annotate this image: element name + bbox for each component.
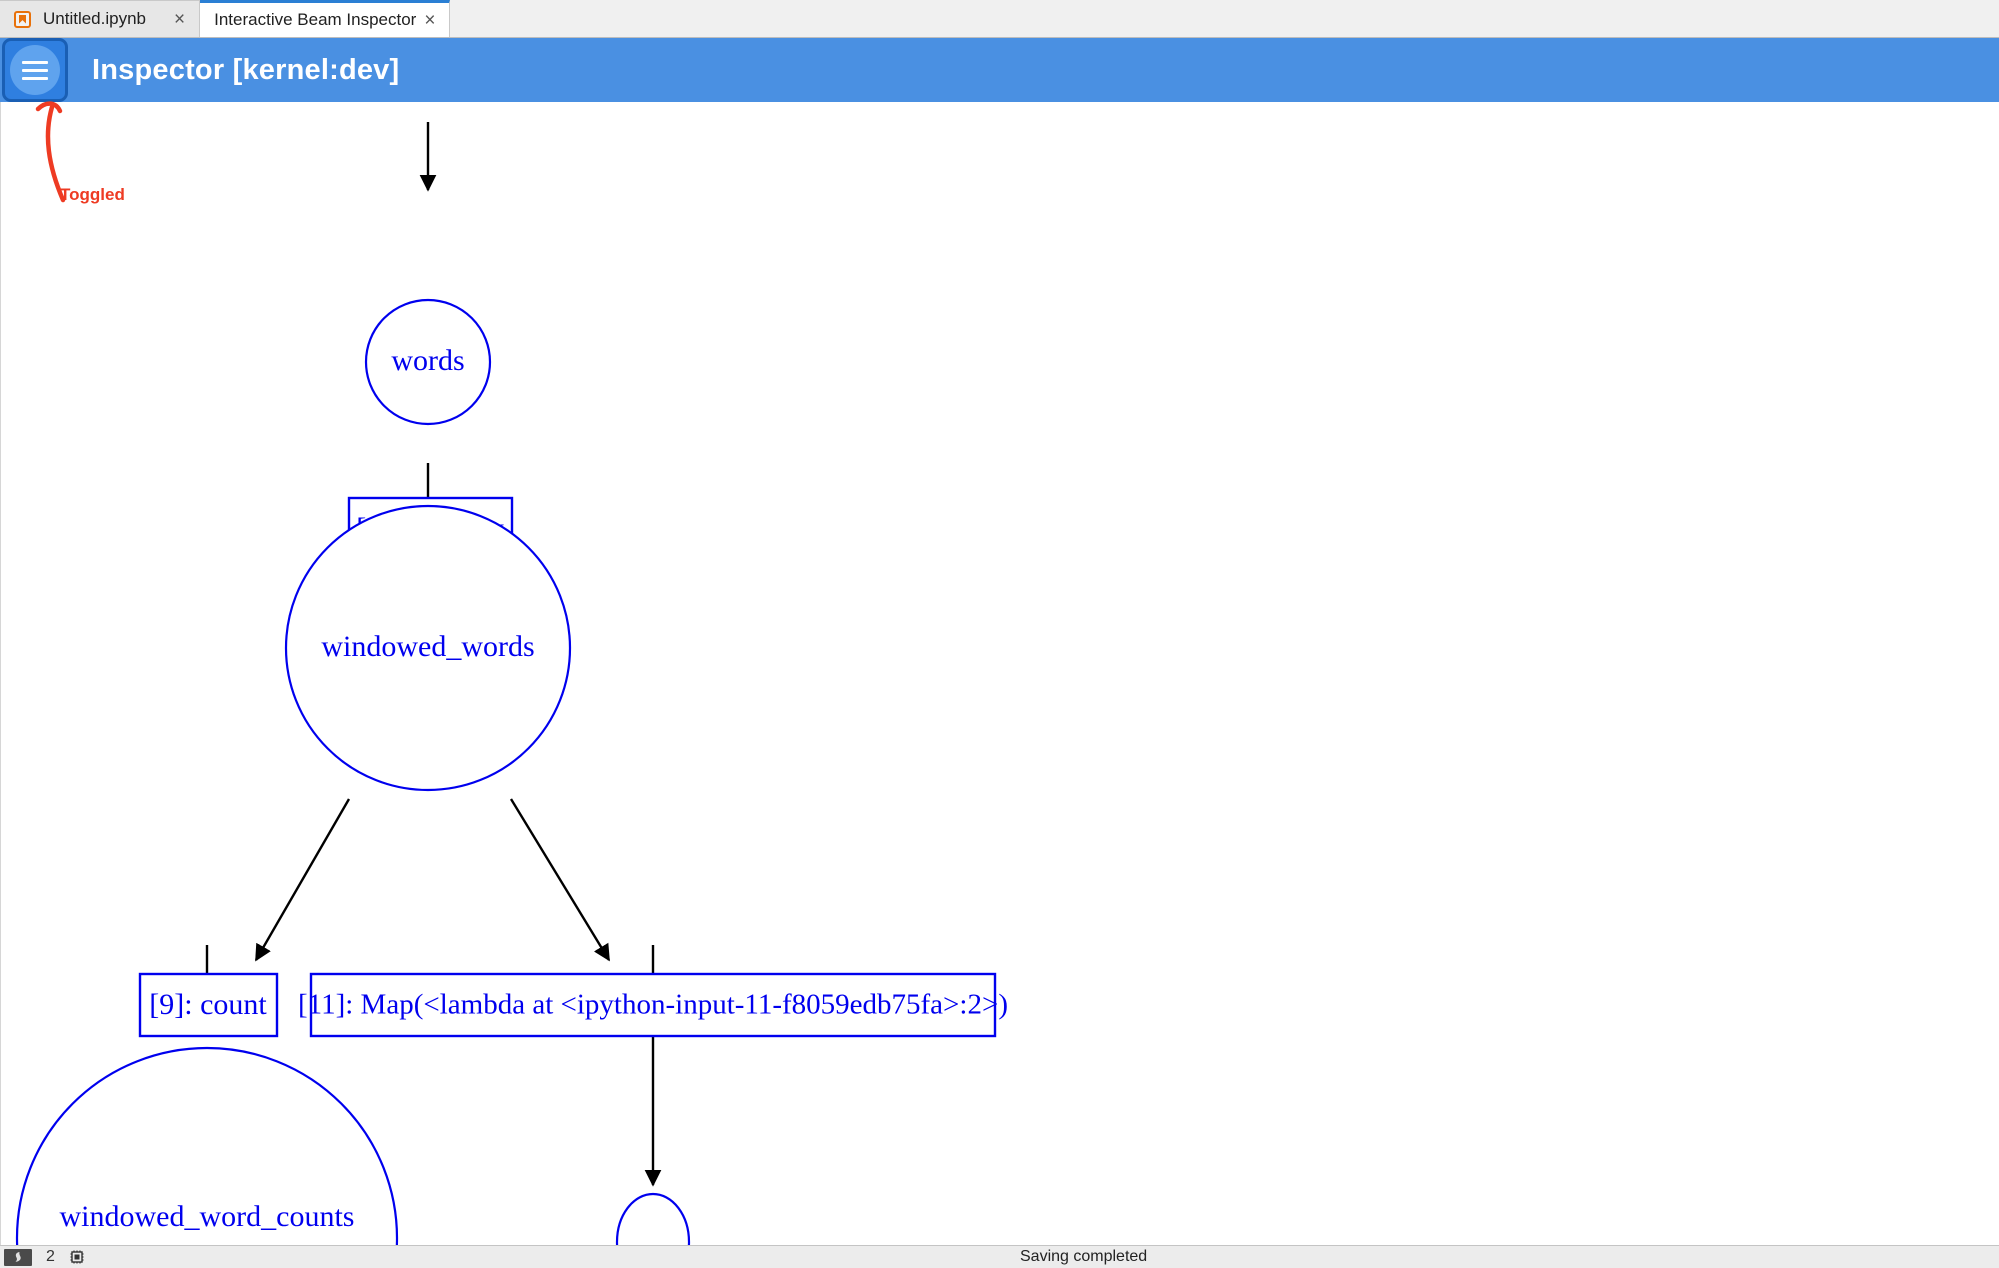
node-count[interactable]: [9]: count	[138, 972, 279, 1038]
tab-untitled-ipynb[interactable]: Untitled.ipynb ×	[0, 0, 201, 37]
pipeline-graph: words [8]: window windowed_words [9]: co…	[15, 122, 1008, 1245]
node-words[interactable]: words	[364, 298, 492, 426]
node-unnamed-pcoll[interactable]	[615, 1192, 691, 1245]
node-label: windowed_words	[321, 630, 534, 663]
page-title: Inspector [kernel:dev]	[92, 53, 400, 86]
hamburger-menu-button[interactable]	[2, 38, 68, 102]
node-label: [11]: Map(<lambda at <ipython-input-11-f…	[298, 989, 1008, 1021]
close-icon[interactable]: ×	[174, 8, 186, 30]
graph-canvas[interactable]: words [8]: window windowed_words [9]: co…	[0, 102, 1999, 1245]
node-map-lambda[interactable]: [11]: Map(<lambda at <ipython-input-11-f…	[298, 972, 1008, 1038]
node-label: windowed_word_counts	[60, 1200, 355, 1233]
kernel-count: 2	[46, 1248, 55, 1265]
edge-windowed-words-to-map	[509, 798, 611, 962]
status-bar: 2 Saving completed	[0, 1245, 1999, 1268]
inspector-header: Inspector [kernel:dev]	[0, 38, 1999, 102]
node-label: [9]: count	[149, 988, 267, 1021]
close-icon[interactable]: ×	[424, 9, 436, 31]
notebook-icon	[14, 10, 31, 28]
tab-interactive-beam-inspector[interactable]: Interactive Beam Inspector ×	[200, 0, 451, 37]
tab-bar: Untitled.ipynb × Interactive Beam Inspec…	[0, 0, 1999, 38]
tab-label: Interactive Beam Inspector	[214, 10, 417, 29]
annotation-label: Toggled	[60, 185, 125, 205]
node-windowed-word-counts[interactable]: windowed_word_counts	[15, 1046, 399, 1245]
tab-label: Untitled.ipynb	[43, 9, 147, 28]
annotation-label-text: Toggled	[60, 185, 125, 204]
status-message: Saving completed	[1020, 1248, 1148, 1265]
node-windowed-words[interactable]: windowed_words	[284, 504, 572, 792]
edge-windowed-words-to-count	[254, 798, 351, 962]
kernel-busy-icon[interactable]	[4, 1248, 32, 1266]
node-label: words	[391, 344, 464, 377]
terminal-icon[interactable]	[69, 1249, 85, 1265]
tab-bar-filler	[450, 0, 1999, 37]
hamburger-icon	[10, 45, 60, 95]
